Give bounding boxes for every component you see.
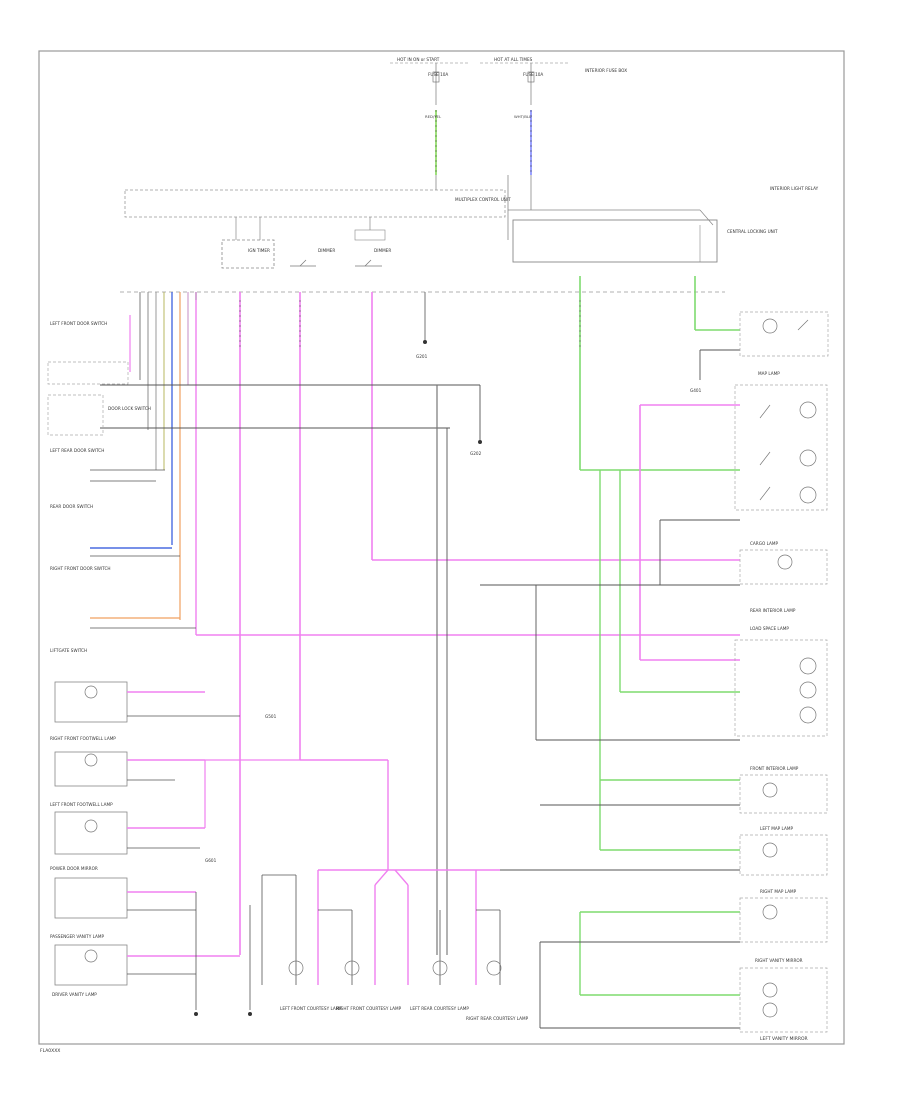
ground-g601: G601 <box>205 858 217 863</box>
right-component-4: FRONT INTERIOR LAMP <box>750 766 799 771</box>
fuse-a-label: FUSE 10A <box>428 72 448 77</box>
bottom-lamp-2: LEFT REAR COURTESY LAMP <box>410 1006 469 1011</box>
pink-wire-group <box>196 292 740 955</box>
wire-top-left-label: RED/YEL <box>425 114 442 119</box>
right-component-0: MAP LAMP <box>758 371 780 376</box>
left-component-5: LIFTGATE SWITCH <box>50 648 87 653</box>
left-component-10: DRIVER VANITY LAMP <box>52 992 97 997</box>
left-component-column: LEFT FRONT DOOR SWITCH DOOR LOCK SWITCH … <box>47 321 277 1016</box>
central-locking-unit: CENTRAL LOCKING UNIT INTERIOR LIGHT RELA… <box>508 186 819 263</box>
right-component-5: LEFT MAP LAMP <box>760 826 793 831</box>
central-label: CENTRAL LOCKING UNIT <box>727 229 778 234</box>
right-component-column: MAP LAMP CARGO LAMP REAR INTERIOR LAMP L… <box>734 311 829 1033</box>
right-component-7: RIGHT VANITY MIRROR <box>755 958 803 963</box>
left-component-4: RIGHT FRONT DOOR SWITCH <box>50 566 111 571</box>
ground-g201: G201 <box>416 354 428 359</box>
ground-g401: G401 <box>690 388 702 393</box>
ground-g202: G202 <box>470 451 482 456</box>
footer-right-label: LEFT VANITY MIRROR <box>760 1036 808 1042</box>
left-component-0: LEFT FRONT DOOR SWITCH <box>50 321 107 326</box>
left-component-2: LEFT REAR DOOR SWITCH <box>50 448 104 453</box>
left-component-8: POWER DOOR MIRROR <box>50 866 98 871</box>
diagram-frame <box>38 50 845 1045</box>
left-component-7: LEFT FRONT FOOTWELL LAMP <box>50 802 113 807</box>
right-component-2: REAR INTERIOR LAMP <box>750 608 796 613</box>
fuse-left-label: HOT IN ON or START <box>397 57 440 62</box>
green-wire-group <box>579 276 740 996</box>
bottom-lamp-3: RIGHT REAR COURTESY LAMP <box>466 1016 529 1021</box>
pink-right-branch <box>639 404 740 661</box>
wire-top-right-label: WHT/BLU <box>514 114 532 119</box>
fuse-section: HOT IN ON or START HOT AT ALL TIMES FUSE… <box>390 57 627 175</box>
left-component-1: DOOR LOCK SWITCH <box>108 406 151 411</box>
timer-label: IGN TIMER <box>248 248 270 253</box>
fuse-right-label: HOT AT ALL TIMES <box>494 57 533 62</box>
ground-g201-area: G201 <box>416 292 428 359</box>
fuse-b-label: FUSE 10A <box>523 72 543 77</box>
bottom-lamp-row: LEFT FRONT COURTESY LAMP RIGHT FRONT COU… <box>261 869 529 1021</box>
dimmer-2-label: DIMMER <box>374 248 391 253</box>
right-component-6: RIGHT MAP LAMP <box>760 889 797 894</box>
left-wire-bundle <box>129 292 197 635</box>
left-component-6: RIGHT FRONT FOOTWELL LAMP <box>50 736 116 741</box>
module-label: MULTIPLEX CONTROL UNIT <box>455 197 511 202</box>
left-component-3: REAR DOOR SWITCH <box>50 504 93 509</box>
right-component-1: CARGO LAMP <box>750 541 778 546</box>
left-component-9: PASSENGER VANITY LAMP <box>50 934 105 939</box>
switch-cluster: IGN TIMER DIMMER DIMMER <box>221 217 391 269</box>
right-component-3: LOAD SPACE LAMP <box>750 626 789 631</box>
fuse-box-label: INTERIOR FUSE BOX <box>585 68 627 73</box>
ground-g501: G501 <box>265 714 277 719</box>
multiplex-module: MULTIPLEX CONTROL UNIT <box>124 175 532 240</box>
bottom-lamp-0: LEFT FRONT COURTESY LAMP <box>280 1006 342 1011</box>
dimmer-1-label: DIMMER <box>318 248 335 253</box>
footer-code: FLA0XXX <box>40 1048 60 1054</box>
interior-relay-label: INTERIOR LIGHT RELAY <box>770 186 819 191</box>
bottom-lamp-1: RIGHT FRONT COURTESY LAMP <box>336 1006 402 1011</box>
